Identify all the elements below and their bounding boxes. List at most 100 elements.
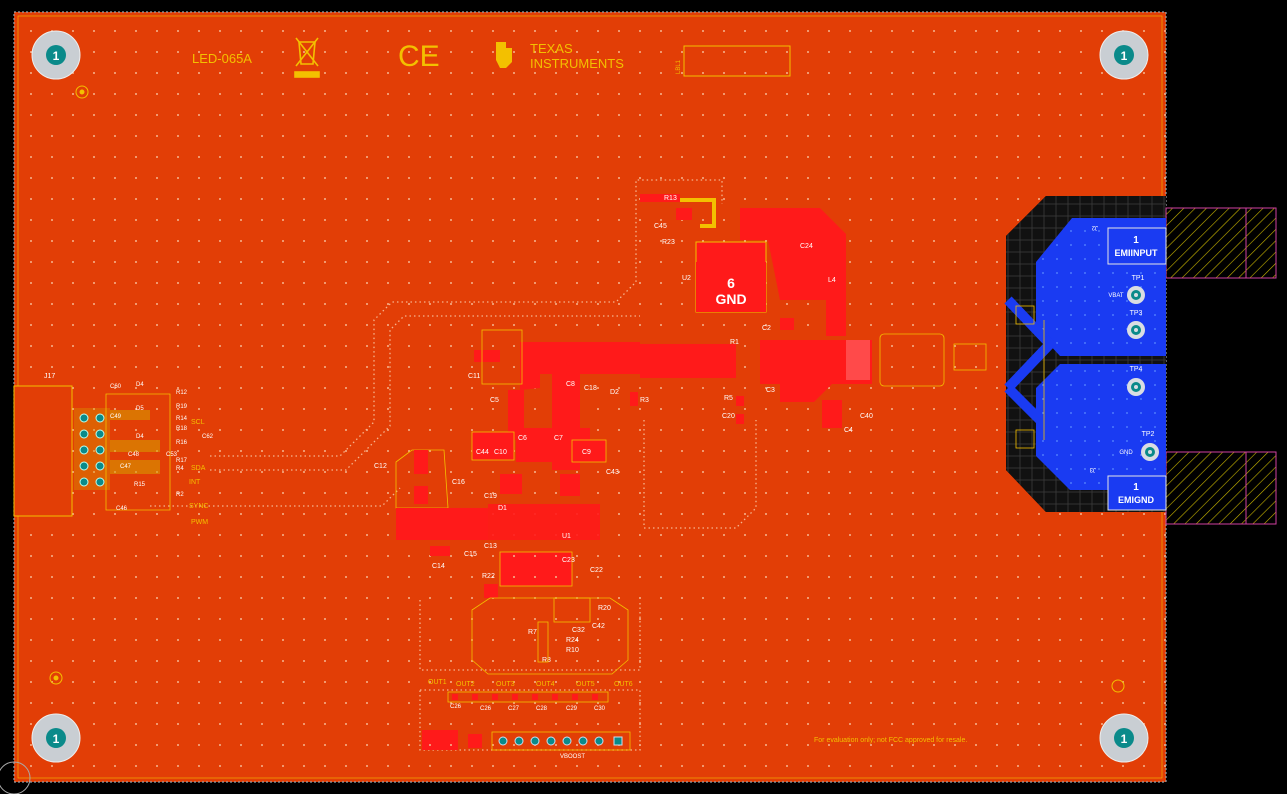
emi-gnd-pad[interactable]: 1 EMIGND J3 xyxy=(1089,466,1167,511)
svg-text:C15: C15 xyxy=(464,551,477,558)
mounting-hole-bottom-right[interactable]: 1 xyxy=(1099,713,1149,763)
svg-text:C24: C24 xyxy=(800,243,813,250)
j2-label: J2 xyxy=(1091,224,1098,230)
output-label: OUT6 xyxy=(614,681,633,688)
svg-text:R22: R22 xyxy=(482,573,495,580)
mounting-hole-number: 1 xyxy=(1121,49,1128,63)
svg-text:R19: R19 xyxy=(176,404,188,410)
emi-input-pad-number: 1 xyxy=(1133,235,1139,246)
svg-text:R3: R3 xyxy=(640,397,649,404)
svg-text:R24: R24 xyxy=(566,637,579,644)
svg-text:C42: C42 xyxy=(592,623,605,630)
mounting-hole-top-left[interactable]: 1 xyxy=(31,30,81,80)
svg-text:C60: C60 xyxy=(110,384,122,390)
svg-text:R13: R13 xyxy=(664,195,677,202)
svg-text:C3: C3 xyxy=(766,387,775,394)
interface-passives: C60 D4 R12 R19 R14 R18 C49 D5 D4 R16 C62… xyxy=(105,382,214,526)
output-label: OUT3 xyxy=(496,681,515,688)
tp4-label: TP4 xyxy=(1130,366,1143,373)
svg-text:C13: C13 xyxy=(484,543,497,550)
vboost-label: VBOOST xyxy=(560,754,585,760)
svg-text:C2: C2 xyxy=(762,325,771,332)
svg-text:R14: R14 xyxy=(176,416,188,422)
test-point-tp3[interactable]: TP3 xyxy=(1127,310,1145,339)
fiducials xyxy=(0,85,1125,794)
mounting-hole-bottom-left[interactable]: 1 xyxy=(31,713,81,763)
output-cap-label: C28 xyxy=(536,706,548,712)
tp1-net-label: VBAT xyxy=(1108,293,1124,299)
pwm-label: PWM xyxy=(191,519,208,526)
output-cap-label: C27 xyxy=(508,706,520,712)
svg-text:R16: R16 xyxy=(176,440,188,446)
svg-text:L4: L4 xyxy=(828,277,836,284)
output-label: OUT1 xyxy=(428,679,447,686)
mounting-hole-top-right[interactable]: 1 xyxy=(1099,30,1149,80)
board-outline xyxy=(13,11,1167,783)
tp2-label: TP2 xyxy=(1142,431,1155,438)
weee-recycle-icon xyxy=(294,37,320,78)
svg-text:U2: U2 xyxy=(682,275,691,282)
svg-text:D1: D1 xyxy=(498,505,507,512)
emi-filter-footprints xyxy=(879,305,1045,449)
int-label: INT xyxy=(189,479,201,486)
emi-input-pad[interactable]: 1 EMIINPUT J2 xyxy=(1091,224,1167,265)
svg-text:C10: C10 xyxy=(494,449,507,456)
svg-text:C23: C23 xyxy=(562,557,575,564)
fcc-disclaimer: For evaluation only; not FCC approved fo… xyxy=(814,737,967,744)
svg-text:C18: C18 xyxy=(584,385,597,392)
vboost-header[interactable]: VBOOST xyxy=(422,730,631,760)
mounting-hole-number: 1 xyxy=(53,732,60,746)
test-point-tp4[interactable]: TP4 xyxy=(1127,366,1145,396)
svg-text:D5: D5 xyxy=(136,406,144,412)
svg-text:R18: R18 xyxy=(176,426,188,432)
svg-text:U1: U1 xyxy=(562,533,571,540)
svg-text:C4: C4 xyxy=(844,427,853,434)
j17-label: J17 xyxy=(44,373,55,380)
svg-text:R7: R7 xyxy=(528,629,537,636)
test-point-tp2[interactable]: TP2 GND xyxy=(1119,431,1159,461)
svg-text:R12: R12 xyxy=(176,390,188,396)
manufacturer-name-line1: TEXAS xyxy=(530,41,573,56)
ti-logo-icon: TEXAS INSTRUMENTS xyxy=(496,41,624,71)
svg-text:C32: C32 xyxy=(572,627,585,634)
emi-input-pad-label: EMIINPUT xyxy=(1114,248,1158,258)
output-label: OUT2 xyxy=(456,681,475,688)
svg-text:R15: R15 xyxy=(134,482,146,488)
svg-text:R17: R17 xyxy=(176,458,188,464)
svg-text:R4: R4 xyxy=(176,466,184,472)
svg-text:C43: C43 xyxy=(606,469,619,476)
svg-text:C11: C11 xyxy=(468,373,480,380)
sync-label: SYNC xyxy=(189,503,208,510)
svg-text:C44: C44 xyxy=(476,449,489,456)
svg-text:R1: R1 xyxy=(730,339,739,346)
svg-text:R2: R2 xyxy=(176,492,184,498)
svg-text:C49: C49 xyxy=(110,414,122,420)
via-fence-traces xyxy=(150,179,757,751)
svg-text:C9: C9 xyxy=(582,449,591,456)
silkscreen-branding: LED-065A CE TEXAS INSTRUMENTS LBL1 For e… xyxy=(192,37,967,744)
emi-gnd-pad-number: 1 xyxy=(1133,482,1139,493)
svg-text:C19: C19 xyxy=(484,493,497,500)
j17-connector[interactable]: J17 xyxy=(13,373,73,517)
ce-mark: CE xyxy=(398,40,440,73)
output-cap-label: C30 xyxy=(594,706,606,712)
svg-text:D2: D2 xyxy=(610,389,619,396)
test-point-tp1[interactable]: TP1 VBAT xyxy=(1108,275,1145,304)
svg-text:C22: C22 xyxy=(590,567,603,574)
label-box-ref: LBL1 xyxy=(676,59,682,74)
svg-text:C14: C14 xyxy=(432,563,445,570)
svg-text:R5: R5 xyxy=(724,395,733,402)
buck-converter-section: R13 C45 R23 C24 6 GND U2 L4 C2 R1 C3 C4 … xyxy=(468,194,873,470)
output-label: OUT5 xyxy=(576,681,595,688)
svg-text:C53: C53 xyxy=(166,452,178,458)
output-cap-label: C29 xyxy=(566,706,578,712)
svg-text:C16: C16 xyxy=(452,479,465,486)
svg-text:R20: R20 xyxy=(598,605,611,612)
svg-text:C48: C48 xyxy=(128,452,140,458)
svg-text:C47: C47 xyxy=(120,464,132,470)
svg-text:C62: C62 xyxy=(202,434,214,440)
led-outputs: OUT1 OUT2 OUT3 OUT4 OUT5 OUT6 C26 C26 C2… xyxy=(428,679,633,712)
j3-label: J3 xyxy=(1089,466,1096,472)
mounting-hole-number: 1 xyxy=(1121,732,1128,746)
